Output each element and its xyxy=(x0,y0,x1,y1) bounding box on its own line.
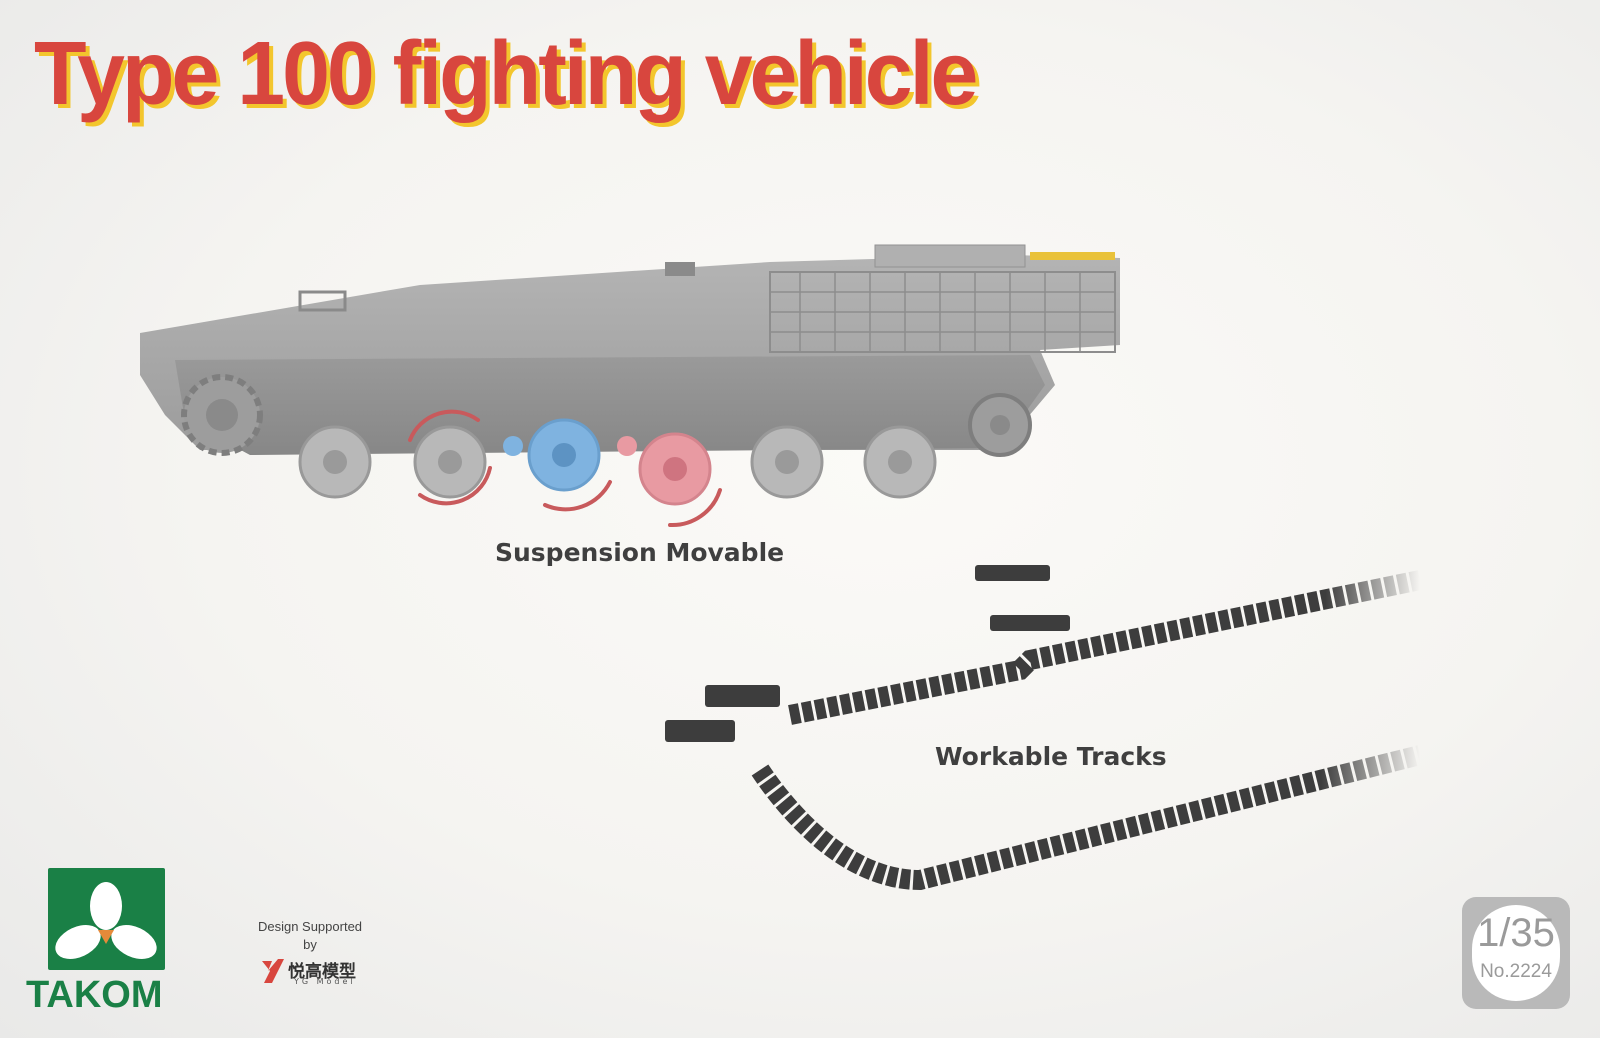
workable-tracks xyxy=(665,565,1423,891)
kit-number: No.2224 xyxy=(1480,961,1552,982)
tracks-label: Workable Tracks xyxy=(935,742,1167,771)
suspension-arrows xyxy=(408,409,722,528)
design-support: Design Supported by xyxy=(255,918,365,954)
leaf-icon xyxy=(55,882,157,959)
brand-name: TAKOM xyxy=(26,974,163,1016)
idler-wheel xyxy=(968,393,1032,457)
scale-badge: 1/35 No.2224 xyxy=(1462,897,1570,1009)
scale-ratio: 1/35 xyxy=(1477,911,1555,955)
yg-mark-icon xyxy=(262,959,284,983)
takom-logo-mark xyxy=(48,868,165,970)
takom-logo: TAKOM xyxy=(26,868,191,1018)
design-support-line2: by xyxy=(303,937,317,952)
yg-model-name: 悦高模型 xyxy=(288,962,356,982)
hull xyxy=(140,244,1120,455)
drive-sprocket xyxy=(181,374,263,456)
yg-model-sub: YG Model xyxy=(294,977,356,986)
design-support-line1: Design Supported xyxy=(257,919,363,934)
road-wheels xyxy=(298,418,937,506)
page-title: Type 100 fighting vehicle xyxy=(34,23,978,124)
yg-model-logo: 悦高模型 YG Model xyxy=(262,957,362,989)
suspension-label: Suspension Movable xyxy=(495,538,785,567)
